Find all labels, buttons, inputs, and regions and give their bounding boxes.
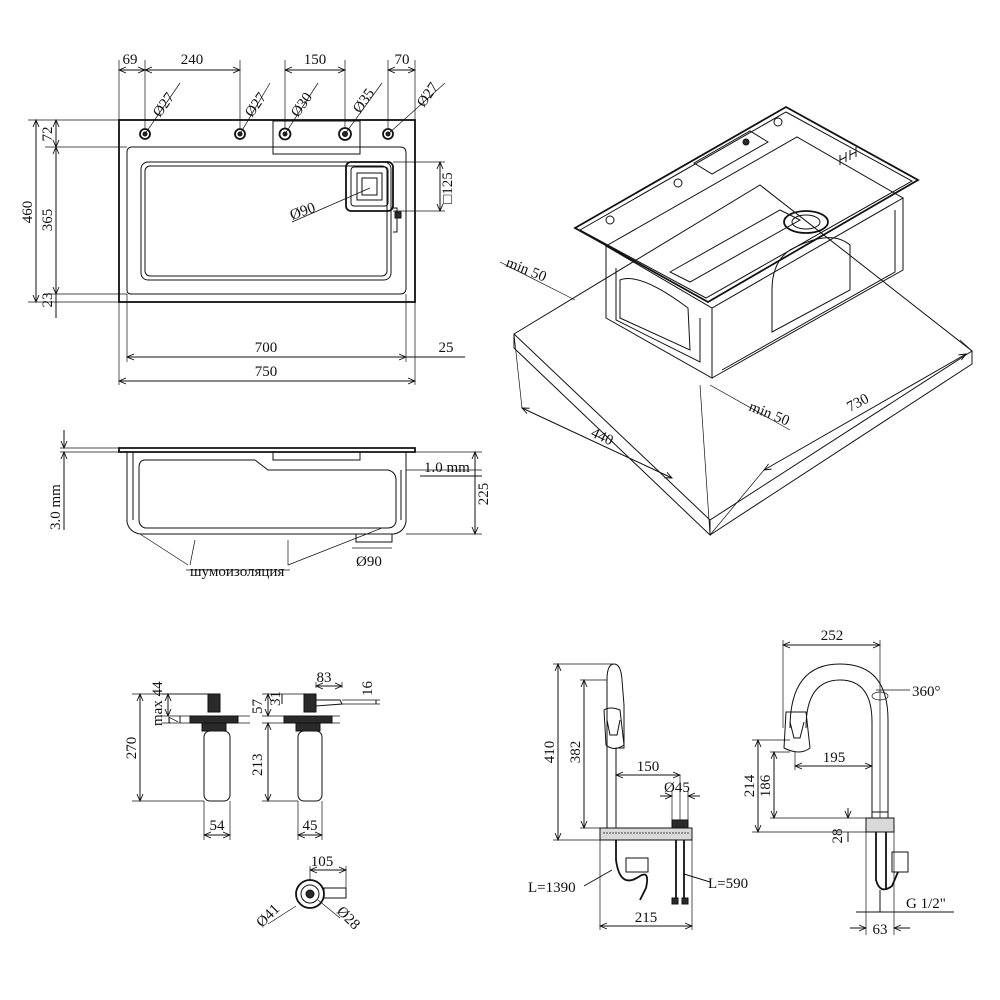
dim-750: 750 [255,364,278,380]
iso-min-bottom: min 50 [747,399,792,430]
disp-top-h: 57 [250,699,266,715]
disp-plan-len: 105 [311,854,334,870]
disp-collar: 31 [268,691,284,706]
dim-365: 365 [40,209,56,232]
hole-label-2: Ø27 [242,90,270,121]
section-view: 3.0 mm 1.0 mm 225 шумоизоляция Ø90 [48,430,492,580]
dim-23: 23 [40,293,56,308]
disp-max: max 44 [150,681,166,726]
dim-700: 700 [255,340,278,356]
dispenser-view: 270 max 44 7 54 83 16 57 31 213 45 105 Ø… [124,670,380,933]
front-height-inner: 186 [758,774,774,797]
dim-drain-square: □125 [440,172,456,204]
disp-spout-h: 16 [360,681,376,697]
iso-dim-440: 440 [588,425,615,449]
dim-70: 70 [395,52,410,68]
bowl-inner [140,161,392,281]
disp-tube-dia: 45 [303,818,318,834]
section-thickness-top: 3.0 mm [48,484,64,530]
disp-body-h: 213 [250,754,266,777]
front-height: 214 [742,774,758,797]
faucet-height: 410 [542,741,558,764]
faucet-offset: 150 [637,759,660,775]
disp-height: 270 [124,737,140,760]
faucet-holes [139,127,394,141]
iso-drain [783,210,829,234]
disp-ring: 7 [166,716,182,724]
faucet-body [606,663,625,828]
section-thickness-side: 1.0 mm [424,460,470,476]
drain-basket [345,161,402,233]
front-reach: 252 [821,628,844,644]
front-base-h: 28 [830,829,846,844]
front-rotation: 360° [912,684,941,700]
top-view: 69 240 150 70 Ø27 Ø27 Ø30 Ø35 Ø27 460 72… [20,52,465,385]
front-thread: G 1/2" [906,896,946,912]
disp-spout: 83 [317,670,332,686]
iso-min-left: min 50 [504,255,549,286]
dim-drain-dia: Ø90 [288,200,318,224]
faucet-hose-long: L=1390 [528,880,576,896]
disp-body-dia: 54 [210,818,226,834]
dim-240: 240 [181,52,204,68]
dim-69: 69 [123,52,138,68]
iso-dim-730: 730 [844,391,871,416]
iso-sink-rim [573,105,920,304]
faucet-hose-short: L=590 [708,876,748,892]
disp-plan-inner-dia: Ø28 [333,904,363,934]
section-depth: 225 [476,483,492,506]
section-drain: Ø90 [356,554,382,570]
faucet-spout-height: 382 [568,741,584,764]
faucet-front-base [865,817,895,833]
hole-label-1: Ø27 [150,90,178,121]
faucet-side-view: 410 382 150 Ø45 L=1390 L=590 215 [528,664,748,930]
section-insulation: шумоизоляция [190,564,284,580]
hole-label-5: Ø27 [414,80,442,111]
dim-25: 25 [439,340,454,356]
dim-150: 150 [304,52,327,68]
faucet-gooseneck [789,663,889,819]
faucet-front-view: 252 360° 195 214 186 28 G 1/2" 63 [742,628,954,938]
disp-plan-outer-dia: Ø41 [254,901,284,931]
section-deck [118,447,416,453]
hole-label-3: Ø30 [288,90,316,120]
bowl-outline [126,146,407,295]
dim-72: 72 [40,127,56,142]
dim-460: 460 [20,201,36,224]
faucet-base-plate [599,827,693,841]
accessory-recess [272,120,361,155]
faucet-base-width: 215 [635,910,658,926]
faucet-mount-dia: Ø45 [664,780,690,796]
hole-label-4: Ø35 [350,86,378,116]
iso-view: min 50 min 50 440 730 [499,105,973,537]
front-base-dia: 63 [873,922,888,938]
front-head-reach: 195 [823,750,846,766]
